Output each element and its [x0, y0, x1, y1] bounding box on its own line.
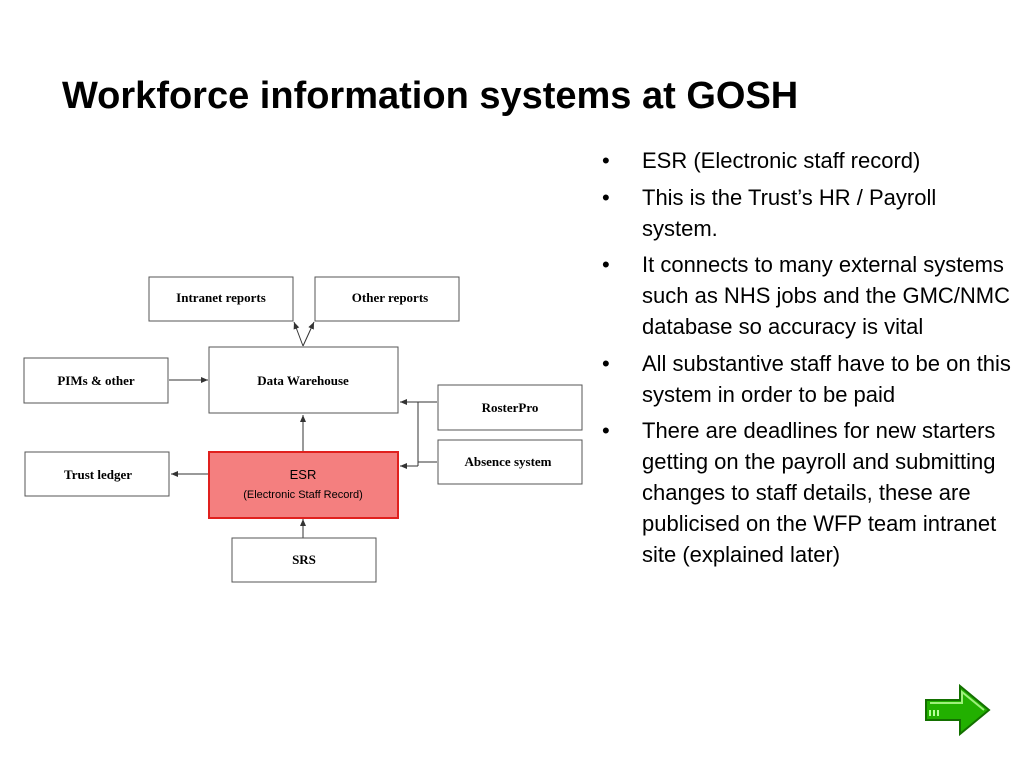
bullet-text: ESR (Electronic staff record)	[642, 148, 921, 173]
bullet-item: • ESR (Electronic staff record)	[602, 146, 1018, 177]
arrow-dw-to-intranet	[293, 321, 304, 347]
green-right-arrow-icon	[925, 683, 991, 737]
bullet-item: • There are deadlines for new starters ge…	[602, 416, 1018, 570]
bullet-list: • ESR (Electronic staff record) • This is …	[602, 146, 1018, 576]
connectors	[169, 321, 437, 538]
box-data-warehouse: Data Warehouse	[208, 346, 399, 414]
bullet-text: There are deadlines for new starters get…	[642, 418, 997, 567]
bullet-dot: •	[602, 418, 610, 444]
slide-title: Workforce information systems at GOSH	[62, 75, 799, 117]
box-rosterpro: RosterPro	[437, 384, 583, 431]
bullet-dot: •	[602, 252, 610, 278]
bullet-text: All substantive staff have to be on this…	[642, 350, 1011, 407]
arrow-dw-to-other	[302, 321, 315, 347]
box-esr: ESR (Electronic Staff Record)	[208, 451, 399, 519]
bullet-dot: •	[602, 184, 610, 210]
bullet-dot: •	[602, 148, 610, 173]
box-srs: SRS	[231, 537, 377, 583]
next-slide-button[interactable]	[922, 682, 992, 738]
bullet-item: • It connects to many external systems su…	[602, 250, 1018, 342]
bullet-dot: •	[602, 350, 610, 376]
box-intranet-reports: Intranet reports	[148, 276, 294, 322]
bullet-item: • All substantive staff have to be on thi…	[602, 349, 1018, 411]
box-trust-ledger-label: Trust ledger	[64, 467, 132, 482]
box-trust-ledger: Trust ledger	[24, 451, 170, 497]
box-data-warehouse-label: Data Warehouse	[257, 373, 349, 388]
box-absence-system-label: Absence system	[464, 454, 551, 469]
bullet-text: This is the Trust’s HR / Payroll system.	[642, 184, 937, 241]
box-esr-subtitle: (Electronic Staff Record)	[243, 489, 363, 501]
box-other-reports: Other reports	[314, 276, 460, 322]
box-intranet-reports-label: Intranet reports	[176, 290, 266, 305]
box-other-reports-label: Other reports	[352, 290, 428, 305]
box-absence-system: Absence system	[437, 439, 583, 485]
bullet-item: • This is the Trust’s HR / Payroll system…	[602, 183, 1018, 245]
box-pims-other-label: PIMs & other	[57, 373, 134, 388]
box-srs-label: SRS	[292, 552, 316, 567]
box-esr-title: ESR	[290, 467, 317, 482]
box-pims-other: PIMs & other	[23, 357, 169, 404]
bullet-text: It connects to many external systems suc…	[642, 252, 1011, 339]
box-rosterpro-label: RosterPro	[482, 400, 539, 415]
